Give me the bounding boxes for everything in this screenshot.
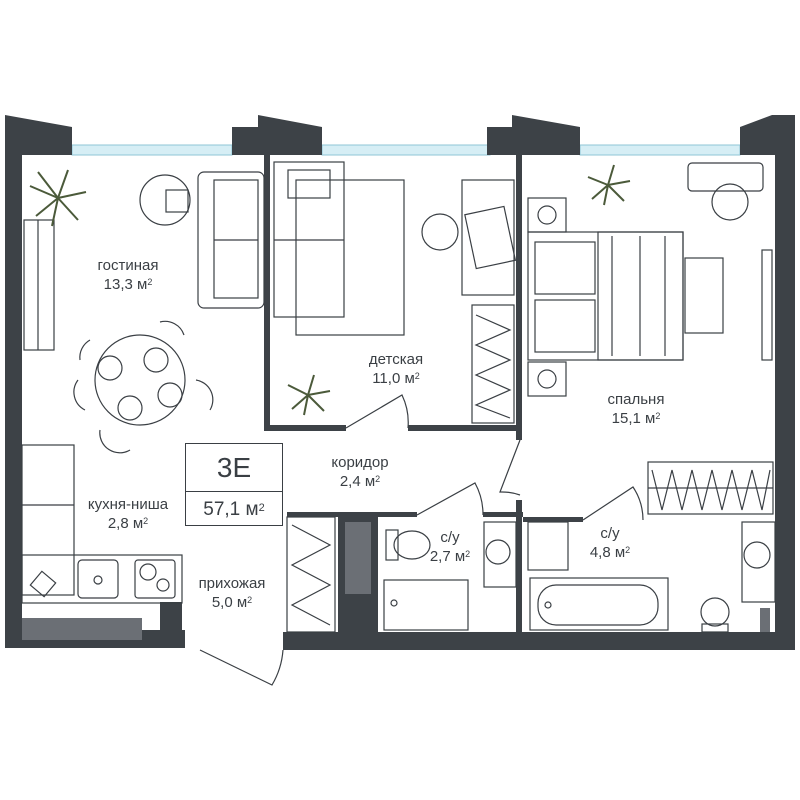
wall-bottom-right (283, 632, 795, 650)
shower-tray (383, 579, 469, 631)
bedroom-furniture (527, 162, 774, 515)
apartment-type: 3E (216, 452, 252, 483)
sink-icon (483, 521, 517, 588)
sink-icon (741, 521, 776, 603)
wall-kids-left (264, 155, 270, 430)
door-bath2 (582, 486, 644, 521)
wall-kids-bottom-a (264, 425, 346, 431)
hall-wardrobe (286, 516, 336, 633)
living-furniture (23, 171, 265, 454)
vanity (687, 162, 764, 221)
wardrobe-kids (471, 304, 515, 424)
doors (199, 394, 644, 686)
windows (71, 144, 741, 156)
toilet-icon (385, 529, 431, 561)
kids-rug (295, 179, 405, 336)
niches (22, 522, 770, 640)
door-kids (345, 394, 409, 429)
kitchen-furniture (21, 444, 183, 604)
side-table (139, 174, 191, 226)
badge-divider (186, 491, 282, 493)
desk-icon (421, 179, 517, 296)
toilet-icon (700, 597, 730, 633)
apartment-badge: 3E 57,1 м2 (185, 443, 283, 526)
door-bath1 (416, 482, 484, 516)
wall-kids-right (516, 155, 522, 440)
room-label-kitchen: кухня-ниша 2,8 м2 (87, 496, 169, 532)
stove-icon (134, 559, 176, 599)
niche-bottom-left (22, 618, 142, 640)
bedside-table (527, 197, 567, 397)
bathtub-icon (529, 577, 669, 631)
wall-kids-bottom-b (408, 425, 520, 431)
wall-top-right-pier (740, 115, 795, 650)
window-living (71, 144, 233, 156)
room-label-bath1: с/у 2,7 м2 (429, 529, 471, 565)
tv-unit (23, 219, 55, 351)
plant-icon (29, 169, 87, 227)
door-entry (199, 649, 284, 686)
wall-bath-top-a (287, 512, 417, 517)
window-bedroom (579, 144, 741, 156)
wall-bath-top-c (523, 517, 583, 522)
niche-shaft (345, 522, 371, 594)
room-label-kids: детская 11,0 м2 (368, 351, 424, 387)
sink-icon (77, 559, 119, 599)
window-kids (321, 144, 491, 156)
room-label-bath2: с/у 4,8 м2 (589, 525, 631, 561)
dining-table (73, 320, 214, 454)
wardrobe-bedroom (647, 461, 774, 515)
plant-icon (587, 164, 631, 206)
plants (29, 164, 631, 416)
kitchen-counter (21, 444, 75, 596)
wall-bath-top-b (483, 512, 523, 517)
room-label-bedroom: спальня 15,1 м2 (607, 391, 665, 427)
kids-furniture (273, 161, 517, 424)
tv-bedroom (761, 249, 773, 361)
door-bedroom (499, 439, 521, 496)
room-label-hall: прихожая 5,0 м2 (198, 575, 266, 611)
apartment-total-area: 57,1 м2 (203, 499, 265, 520)
sofa-icon (197, 171, 265, 309)
wall-top-pier-3 (487, 115, 580, 155)
washing-machine (527, 521, 569, 571)
niche-bath2-right (760, 608, 770, 632)
bed-icon (273, 161, 345, 318)
wall-bath-divider (516, 500, 522, 632)
room-label-living: гостиная 13,3 м2 (97, 257, 159, 293)
wall-top-pier-2 (232, 115, 322, 155)
bed-icon (527, 231, 684, 361)
room-label-corridor: коридор 2,4 м2 (331, 454, 389, 490)
bath1-fixtures (383, 521, 517, 631)
wall-hall-left (160, 602, 182, 632)
plant-icon (287, 374, 331, 416)
bath2-fixtures (527, 521, 776, 633)
bench (684, 257, 724, 334)
